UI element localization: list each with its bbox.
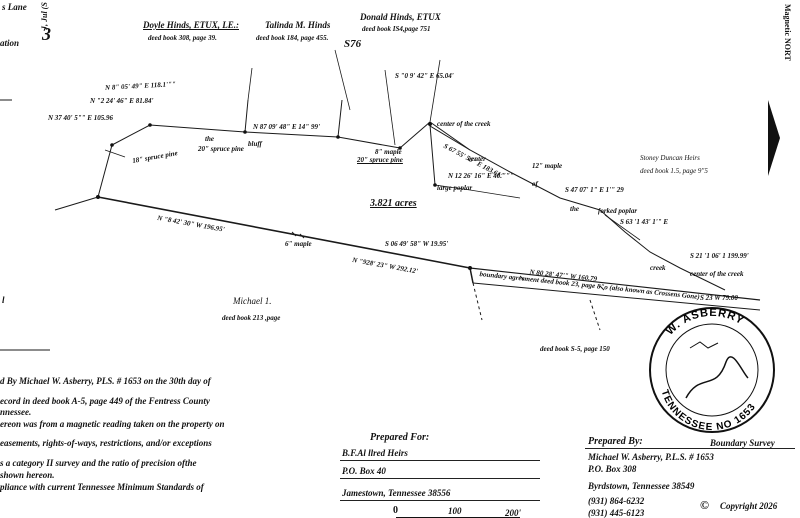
owner-name: Michael 1. [233, 296, 272, 306]
bearing-label: N "2 24' 46" E 81.84' [90, 97, 154, 105]
feature-label: the [205, 135, 214, 143]
creek-label: center [468, 155, 486, 163]
surveyor-seal: W. ASBERRY TENNESSEE NO 1653 [649, 307, 775, 433]
prepared-by-line: Byrdstown, Tennessee 38549 [588, 481, 695, 491]
owner-deed: deed book S-5, page 150 [540, 345, 610, 353]
scale-label: 200' [505, 508, 522, 518]
note-line: pliance with current Tennessee Minimum S… [0, 482, 204, 492]
owner-deed: deed book 1.5, page 9"5 [640, 167, 708, 175]
bearing-label: N 12 26' 16" E 40.""" [448, 172, 514, 180]
bearing-label: N 87 09' 48" E 14" 99' [253, 123, 320, 131]
left-road-label: s Lane [2, 2, 27, 12]
south-boundary-line [97, 196, 471, 269]
prepared-by-line: P.O. Box 308 [588, 464, 637, 474]
s76-label: S76 [344, 38, 362, 50]
prepared-by-line: (931) 445-6123 [588, 508, 645, 518]
tree-label: large poplar [437, 184, 473, 192]
tree-label: 20" spruce pine [357, 156, 403, 164]
note-line: nnessee. [0, 407, 32, 417]
bearing-label: S "0 9' 42" E 65.04' [395, 72, 454, 80]
owner-deed: deed book 308, page 39. [148, 34, 217, 42]
magnetic-north-label: Magnetic NORT [783, 4, 792, 61]
tree-label: 20" spruce pine [198, 145, 244, 153]
copyright-text: Copyright 2026 [720, 501, 778, 511]
note-line: easements, rights-of-ways, restrictions,… [0, 438, 212, 448]
bearing-label: S 21 '1 06' 1 199.99' [690, 252, 749, 260]
creek-label: center of the creek [437, 120, 491, 128]
prepared-for-line: P.O. Box 40 [342, 466, 386, 476]
prepared-for-heading: Prepared For: [370, 432, 430, 443]
scale-label: 100 [448, 506, 462, 516]
acreage-label: 3.821 acres [370, 198, 417, 209]
creek-label: creek [650, 264, 666, 272]
creek-label: the [570, 205, 579, 213]
prepared-for-line: B.F.Al llred Heirs [342, 448, 408, 458]
tree-label: 6" maple [285, 240, 312, 248]
svg-text:W. ASBERRY: W. ASBERRY [664, 307, 746, 338]
left-location-label: ation [0, 38, 20, 48]
owner-name: Donald Hinds, ETUX [360, 12, 441, 22]
owner-name: Doyle Hinds, ETUX, LE.: [143, 20, 239, 30]
creek-label: of [532, 180, 538, 188]
corner-rotated-text: J, Jul (S [40, 2, 49, 30]
prepared-by-line: (931) 864-6232 [588, 496, 645, 506]
boundary-agreement-line [469, 267, 761, 301]
seal-top-text: W. ASBERRY [664, 307, 745, 338]
left-tick-label: l [2, 295, 5, 305]
bearing-label: N 37 40' 5"" E 105.96 [48, 114, 113, 122]
note-line: ecord in deed book A-5, page 449 of the … [0, 396, 210, 406]
scale-label: 0 [393, 505, 398, 516]
prepared-for-line: Jamestown, Tennessee 38556 [342, 488, 451, 498]
sheet-number: 3 [42, 24, 51, 44]
copyright-icon: © [700, 498, 709, 512]
bearing-label: S 23 W 79.00 [700, 294, 738, 302]
owner-deed: deed book 213 ,page [222, 314, 281, 322]
note-line: d By Michael W. Asberry, PLS. # 1653 on … [0, 376, 211, 386]
owner-deed: deed book IS4,page 751 [362, 25, 431, 33]
survey-type: Boundary Survey [710, 438, 775, 448]
bearing-label: S 63 '1 43' 1'" E [620, 218, 669, 226]
prepared-by-heading: Prepared By: [588, 436, 643, 447]
bearing-label: S 47 07' 1" E 1'" 29 [565, 186, 624, 194]
owner-name: Talinda M. Hinds [265, 20, 331, 30]
prepared-by-line: Michael W. Asberry, P.L.S. # 1653 [588, 452, 714, 462]
note-line: shown hereon. [0, 470, 55, 480]
creek-label: center of the creek [690, 270, 744, 278]
tree-label: forked poplar [598, 207, 638, 215]
bearing-label: S 06 49' 58" W 19.95' [385, 240, 449, 248]
tree-label: 12" maple [532, 162, 563, 170]
owner-name: Stoney Duncan Heirs [640, 154, 700, 162]
note-line: s a category II survey and the ratio of … [0, 458, 197, 468]
tree-label: 8" maple [375, 148, 402, 156]
owner-deed: deed book 184, page 455. [256, 34, 329, 42]
note-line: ereon was from a magnetic reading taken … [0, 419, 225, 429]
bluff-label: bluff [248, 140, 262, 148]
